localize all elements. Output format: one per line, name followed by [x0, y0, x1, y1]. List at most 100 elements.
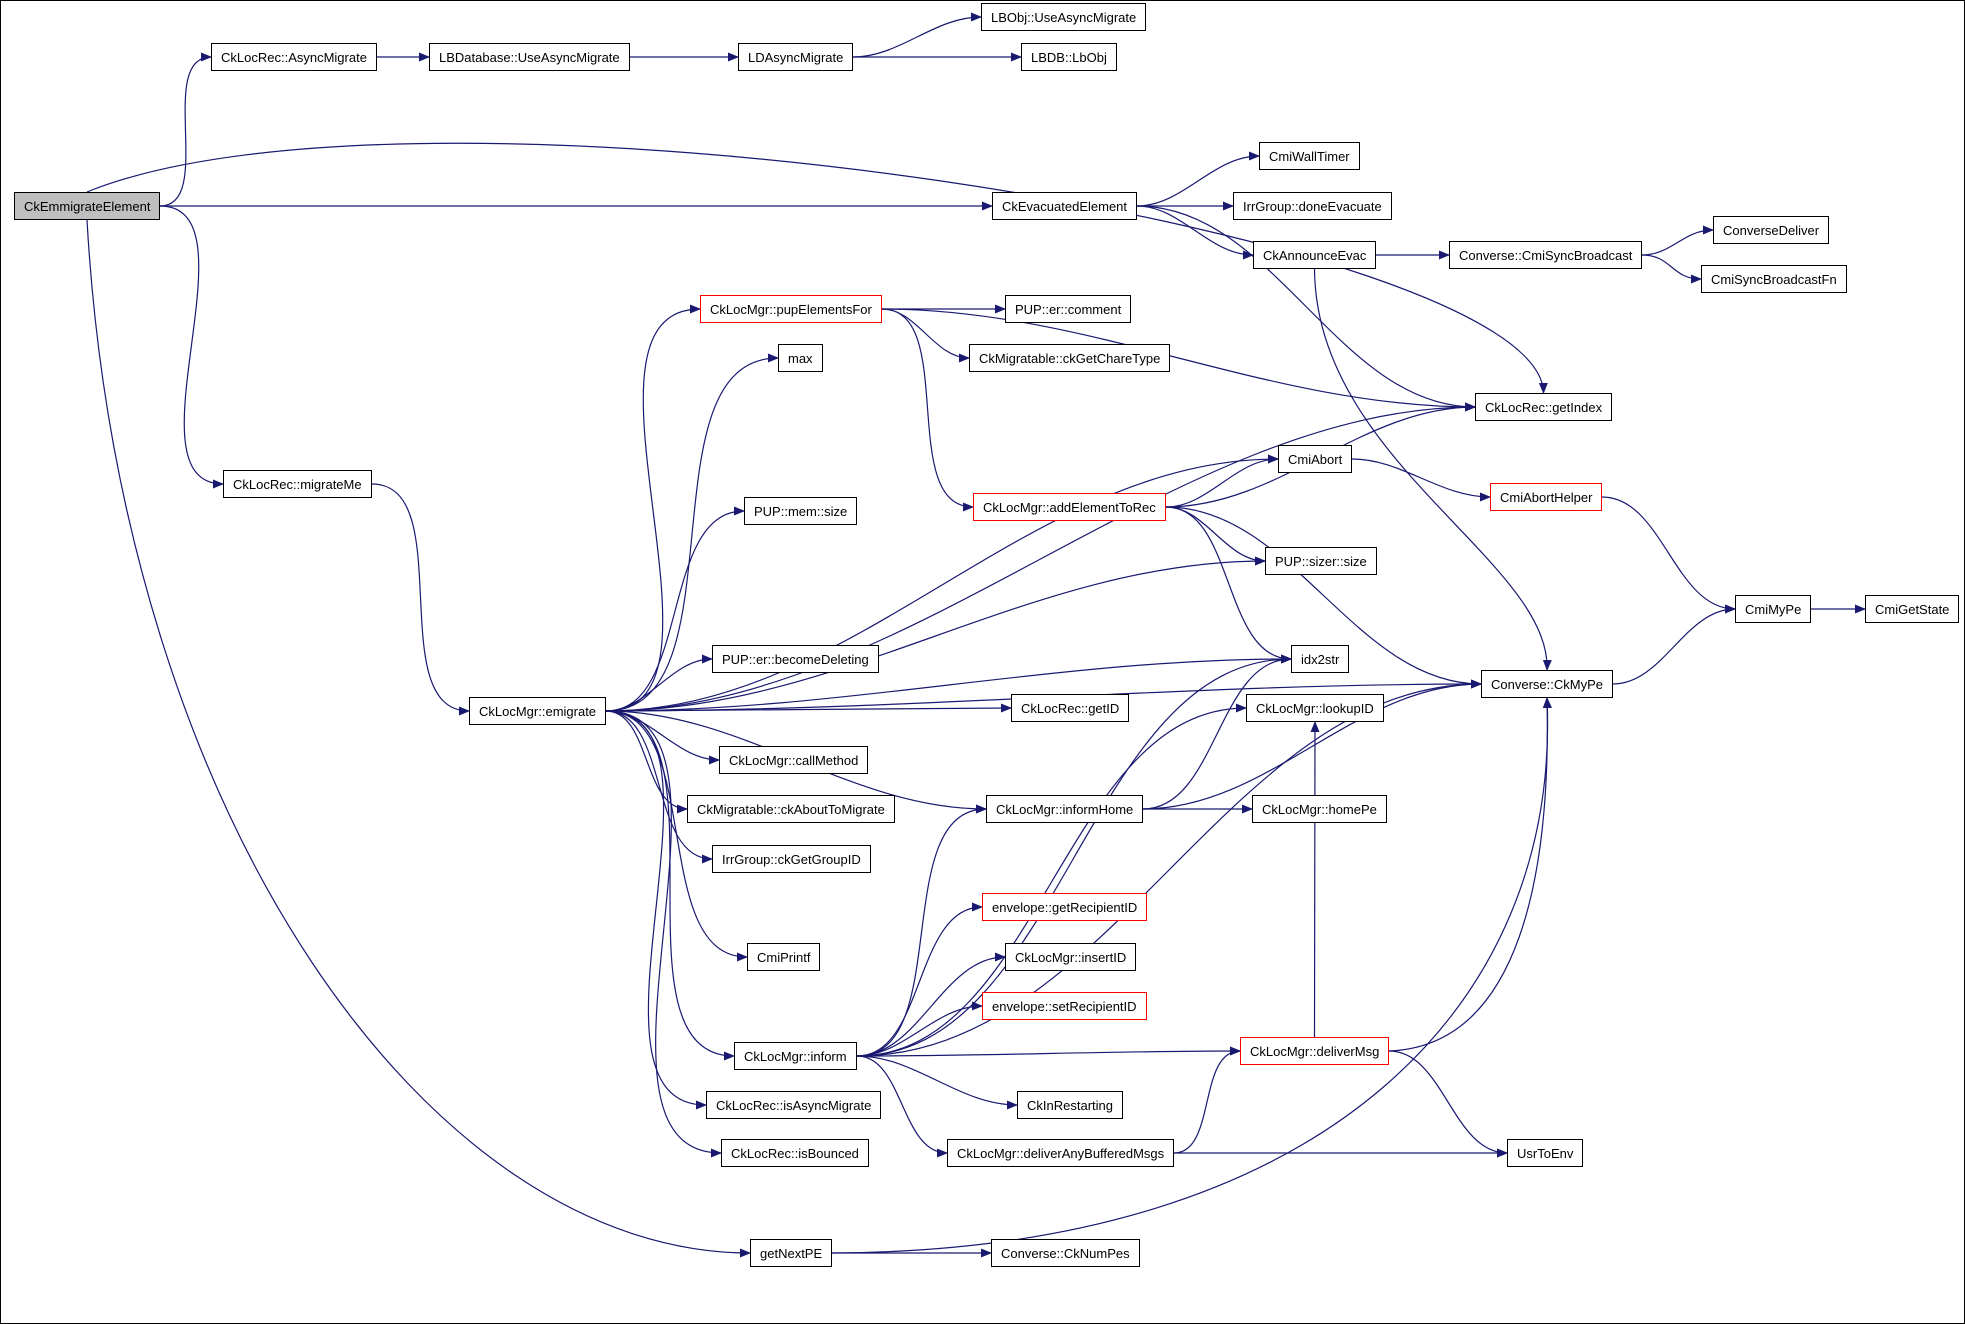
edge-emigrate-becomedeleting: [605, 654, 713, 712]
edge-root-getnextpe: [86, 219, 751, 1258]
edge-inform-idx2str: [856, 654, 1292, 1057]
edge-ldasyncmigrate-lbobj_useasyncmigrate: [852, 12, 982, 58]
node-migrateme[interactable]: CkLocRec::migrateMe: [223, 470, 372, 498]
node-inform[interactable]: CkLocMgr::inform: [734, 1042, 857, 1070]
node-cmiwalltimer[interactable]: CmiWallTimer: [1259, 142, 1360, 170]
node-pup_er_comment[interactable]: PUP::er::comment: [1005, 295, 1132, 323]
node-pup_sizer_size[interactable]: PUP::sizer::size: [1265, 547, 1377, 575]
edge-inform-getrecipientid: [856, 902, 983, 1057]
edge-delivermsg-lookupid: [1310, 721, 1320, 1038]
node-max[interactable]: max: [778, 344, 823, 372]
edge-inform-ckmype: [856, 679, 1482, 1057]
edge-deliveranybufferedmsgs-delivermsg: [1173, 1046, 1241, 1154]
edge-inform-ckinrestarting: [856, 1055, 1018, 1110]
edge-root-migrateme: [159, 205, 224, 489]
node-emigrate[interactable]: CkLocMgr::emigrate: [469, 697, 607, 725]
edge-pupelementsfor-ckgetcharetype: [881, 308, 970, 363]
edge-emigrate-idx2str: [605, 654, 1292, 712]
node-delivermsg[interactable]: CkLocMgr::deliverMsg: [1240, 1037, 1390, 1065]
node-root[interactable]: CkEmmigrateElement: [14, 192, 161, 220]
edge-emigrate-getindex: [605, 402, 1476, 712]
edge-emigrate-ckgetgroupid: [605, 710, 713, 864]
edge-root-asyncmigrate: [159, 52, 212, 207]
edge-cmisyncbroadcast-cmisyncbroadcastfn: [1641, 254, 1702, 284]
node-homepe[interactable]: CkLocMgr::homePe: [1252, 795, 1387, 823]
edge-ckevacuatedelement-cmiwalltimer: [1136, 151, 1260, 207]
node-cmimype[interactable]: CmiMyPe: [1735, 595, 1812, 623]
edge-cmiaborthelper-cmimype: [1601, 496, 1736, 614]
node-asyncmigrate[interactable]: CkLocRec::AsyncMigrate: [211, 43, 377, 71]
node-cmisyncbroadcast[interactable]: Converse::CmiSyncBroadcast: [1449, 241, 1643, 269]
node-lbdb_lbobj[interactable]: LBDB::LbObj: [1021, 43, 1117, 71]
edge-addelementtorec-ckmype: [1165, 506, 1482, 689]
node-getindex[interactable]: CkLocRec::getIndex: [1475, 393, 1613, 421]
edge-inform-insertid: [856, 952, 1006, 1057]
node-deliveranybufferedmsgs[interactable]: CkLocMgr::deliverAnyBufferedMsgs: [947, 1139, 1175, 1167]
node-usrtoenv[interactable]: UsrToEnv: [1507, 1139, 1584, 1167]
edge-emigrate-pup_sizer_size: [605, 556, 1266, 712]
edge-emigrate-ckabouttomigrate: [605, 710, 688, 814]
edge-inform-lookupid: [856, 703, 1247, 1057]
node-cmiabort[interactable]: CmiAbort: [1278, 445, 1353, 473]
node-isasyncmigrate[interactable]: CkLocRec::isAsyncMigrate: [706, 1091, 882, 1119]
edge-addelementtorec-pup_sizer_size: [1165, 506, 1266, 566]
edge-emigrate-isbounced: [605, 710, 722, 1158]
edge-migrateme-emigrate: [371, 483, 470, 716]
edge-inform-deliveranybufferedmsgs: [856, 1055, 948, 1158]
node-getid[interactable]: CkLocRec::getID: [1011, 694, 1130, 722]
node-conversedeliver[interactable]: ConverseDeliver: [1713, 216, 1830, 244]
node-ldasyncmigrate[interactable]: LDAsyncMigrate: [738, 43, 854, 71]
edge-emigrate-pup_mem_size: [605, 506, 745, 712]
node-ckevacuatedelement[interactable]: CkEvacuatedElement: [992, 192, 1138, 220]
node-informhome[interactable]: CkLocMgr::informHome: [986, 795, 1144, 823]
node-callmethod[interactable]: CkLocMgr::callMethod: [719, 746, 869, 774]
edge-emigrate-pupelementsfor: [605, 304, 701, 712]
edge-ckevacuatedelement-getindex: [1136, 205, 1476, 412]
edge-inform-delivermsg: [856, 1046, 1241, 1057]
node-becomedeleting[interactable]: PUP::er::becomeDeleting: [712, 645, 879, 673]
edge-emigrate-cmiabort: [605, 454, 1279, 712]
edge-ckevacuatedelement-ckannounceevac: [1136, 205, 1254, 260]
node-idx2str[interactable]: idx2str: [1291, 645, 1350, 673]
node-cmisyncbroadcastfn[interactable]: CmiSyncBroadcastFn: [1701, 265, 1847, 293]
edge-emigrate-inform: [605, 710, 735, 1061]
node-pupelementsfor[interactable]: CkLocMgr::pupElementsFor: [700, 295, 882, 323]
node-lookupid[interactable]: CkLocMgr::lookupID: [1246, 694, 1384, 722]
edge-emigrate-isasyncmigrate: [605, 710, 707, 1110]
node-pup_mem_size[interactable]: PUP::mem::size: [744, 497, 858, 525]
edge-inform-informhome: [856, 804, 987, 1057]
edge-addelementtorec-cmiabort: [1165, 454, 1279, 508]
edge-root-getindex: [86, 142, 1548, 394]
node-insertid[interactable]: CkLocMgr::insertID: [1005, 943, 1137, 971]
node-cmiaborthelper[interactable]: CmiAbortHelper: [1490, 483, 1603, 511]
node-setrecipientid[interactable]: envelope::setRecipientID: [982, 992, 1147, 1020]
node-ckannounceevac[interactable]: CkAnnounceEvac: [1253, 241, 1377, 269]
node-cmiprintf[interactable]: CmiPrintf: [747, 943, 821, 971]
edge-delivermsg-ckmype: [1388, 697, 1552, 1052]
node-ckmype[interactable]: Converse::CkMyPe: [1481, 670, 1613, 698]
edge-addelementtorec-idx2str: [1165, 506, 1292, 664]
node-ckabouttomigrate[interactable]: CkMigratable::ckAboutToMigrate: [687, 795, 895, 823]
node-getrecipientid[interactable]: envelope::getRecipientID: [982, 893, 1148, 921]
node-donevacuate[interactable]: IrrGroup::doneEvacuate: [1233, 192, 1392, 220]
edge-ckannounceevac-ckmype: [1313, 268, 1552, 671]
node-cknumpes[interactable]: Converse::CkNumPes: [991, 1239, 1140, 1267]
node-addelementtorec[interactable]: CkLocMgr::addElementToRec: [973, 493, 1166, 521]
edge-pupelementsfor-getindex: [881, 308, 1476, 412]
edge-cmiabort-cmiaborthelper: [1351, 458, 1491, 502]
node-ckgetcharetype[interactable]: CkMigratable::ckGetChareType: [969, 344, 1171, 372]
node-lbobj_useasyncmigrate[interactable]: LBObj::UseAsyncMigrate: [981, 3, 1147, 31]
node-cmigetstate[interactable]: CmiGetState: [1865, 595, 1960, 623]
node-isbounced[interactable]: CkLocRec::isBounced: [721, 1139, 869, 1167]
edge-delivermsg-usrtoenv: [1388, 1050, 1508, 1158]
edge-getnextpe-ckmype: [831, 697, 1552, 1254]
node-lbdatabase_useasyncmigrate[interactable]: LBDatabase::UseAsyncMigrate: [429, 43, 630, 71]
edge-pupelementsfor-addelementtorec: [881, 308, 974, 512]
edge-emigrate-cmiprintf: [605, 710, 748, 962]
node-getnextpe[interactable]: getNextPE: [750, 1239, 833, 1267]
node-ckinrestarting[interactable]: CkInRestarting: [1017, 1091, 1123, 1119]
node-ckgetgroupid[interactable]: IrrGroup::ckGetGroupID: [712, 845, 871, 873]
edge-ckmype-cmimype: [1612, 604, 1736, 685]
